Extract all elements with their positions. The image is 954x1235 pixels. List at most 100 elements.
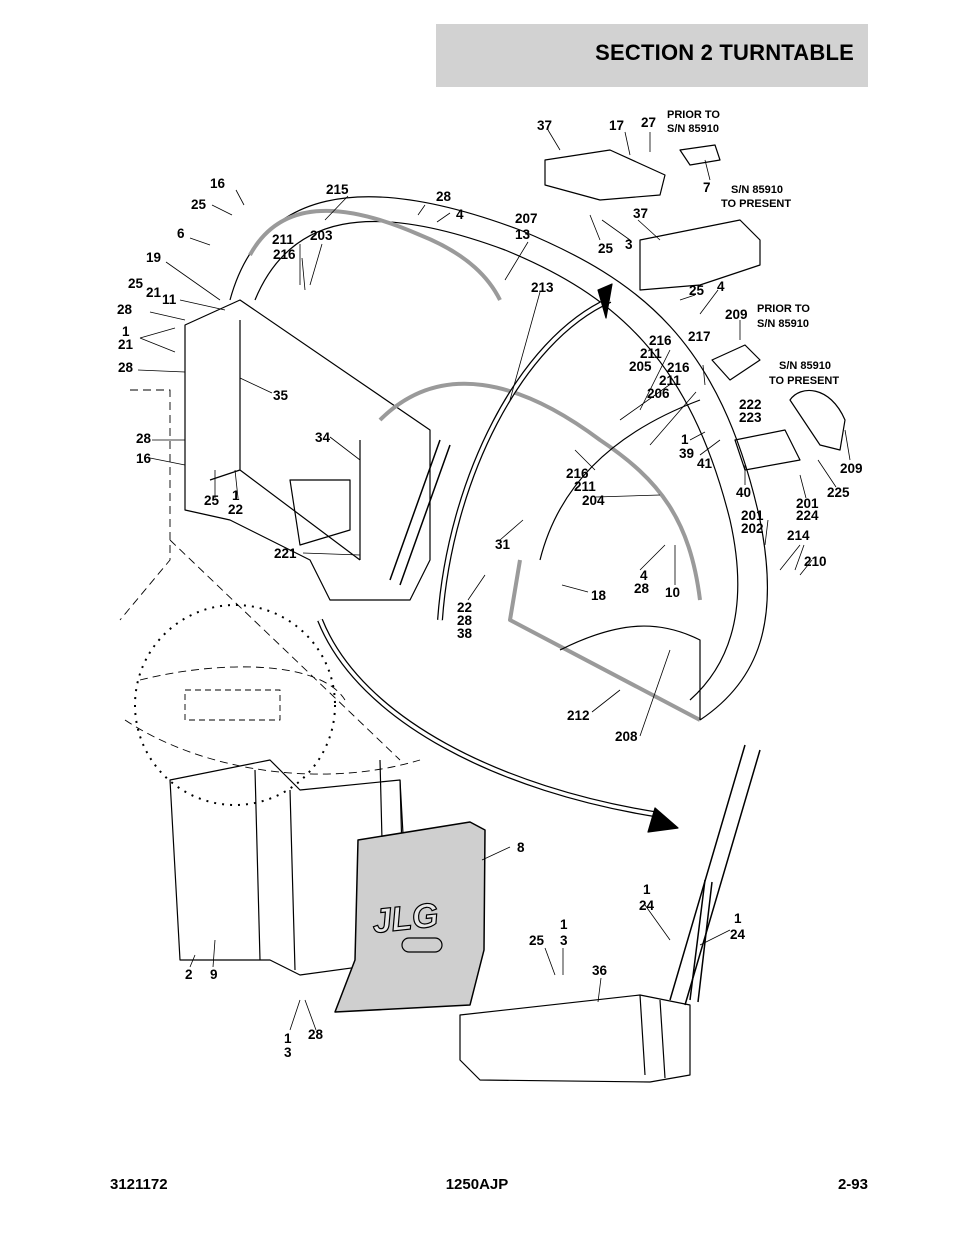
callout-number: 37: [537, 118, 552, 133]
section-header: SECTION 2 TURNTABLE: [436, 24, 868, 87]
note-prior-to-2b: S/N 85910: [757, 318, 809, 330]
callout-number: 211: [574, 479, 596, 494]
note-present-2a: S/N 85910: [779, 360, 831, 372]
note-present-2b: TO PRESENT: [769, 375, 839, 387]
callout-number: 19: [146, 250, 161, 265]
callout-number: 25: [204, 493, 220, 508]
callout-number: 38: [457, 626, 473, 641]
callout-number: 215: [326, 182, 349, 197]
callout-number: 25: [529, 933, 545, 948]
jlg-logo: JLG: [370, 896, 440, 941]
callout-number: 39: [679, 446, 694, 461]
swing-arrow-upper-fill: [438, 298, 611, 621]
weight-bar: [459, 994, 691, 1083]
callout-number: 217: [688, 329, 711, 344]
note-present-1b: TO PRESENT: [721, 198, 791, 210]
strut-right: [689, 879, 713, 1003]
callout-number: 40: [736, 485, 751, 500]
latch-present: [639, 219, 761, 291]
footer-model: 1250AJP: [445, 1176, 509, 1193]
callout-number: 28: [117, 302, 133, 317]
callout-number: 28: [118, 360, 134, 375]
callout-number: 22: [228, 502, 243, 517]
callout-number: 25: [128, 276, 144, 291]
callout-number: 210: [804, 554, 827, 569]
callout-number: 28: [136, 431, 152, 446]
callout-number: 211: [272, 232, 294, 247]
strut-left: [669, 744, 761, 1006]
callout-number: 225: [827, 485, 850, 500]
callout-number: 28: [308, 1027, 324, 1042]
footer-doc-number: 3121172: [110, 1176, 168, 1193]
callout-number: 216: [649, 333, 672, 348]
callout-number: 212: [567, 708, 590, 723]
callout-number: 28: [634, 581, 650, 596]
hood-outer: [229, 196, 769, 721]
pedestal-post-left: [254, 769, 296, 971]
callout-number: 2: [185, 967, 193, 982]
callout-number: 16: [210, 176, 226, 191]
callout-number: 1: [734, 911, 742, 926]
callout-number: 206: [647, 386, 670, 401]
swing-arrow-upper-head: [597, 283, 613, 319]
callout-number: 3: [625, 237, 633, 252]
callout-number: 11: [162, 292, 177, 307]
callout-number: 41: [697, 456, 713, 471]
callout-number: 1: [232, 488, 240, 503]
callout-number: 37: [633, 206, 648, 221]
callout-number: 35: [273, 388, 289, 403]
cover-plate-slot: [401, 937, 443, 953]
callout-number: 22: [457, 600, 472, 615]
gray-seal-lower: [378, 381, 702, 601]
callout-number: 204: [582, 493, 605, 508]
callout-number: 3: [284, 1045, 292, 1060]
bearing-ring: [134, 604, 336, 806]
note-prior-to-2a: PRIOR TO: [757, 303, 810, 315]
callout-number: 8: [517, 840, 525, 855]
callout-number: 9: [210, 967, 218, 982]
gray-seal-bottom: [508, 559, 701, 722]
callout-number: 1: [284, 1031, 292, 1046]
section-title: SECTION 2 TURNTABLE: [595, 40, 854, 65]
callout-number: 221: [274, 546, 297, 561]
callout-number: 25: [598, 241, 614, 256]
swing-arrow-lower-fill: [318, 619, 661, 817]
callout-number: 216: [667, 360, 690, 375]
callout-number: 222: [739, 397, 762, 412]
weight-bar-end: [639, 994, 666, 1079]
callout-number: 3: [560, 933, 568, 948]
callout-number: 31: [495, 537, 511, 552]
callout-number: 203: [310, 228, 333, 243]
callout-number: 1: [643, 882, 651, 897]
callout-number: 24: [730, 927, 746, 942]
latch-prior: [544, 149, 666, 201]
callout-number: 201: [796, 496, 819, 511]
callout-number: 223: [739, 410, 762, 425]
callout-number: 24: [639, 898, 655, 913]
callout-number: 1: [560, 917, 568, 932]
bearing-plate: [184, 689, 281, 721]
lock-prior: [711, 344, 761, 381]
footer-page-number: 2-93: [837, 1176, 868, 1193]
callout-number: 213: [531, 280, 554, 295]
callout-number: 28: [436, 189, 452, 204]
callout-number: 1: [681, 432, 689, 447]
callout-number: 25: [689, 283, 705, 298]
note-prior-to-1a: PRIOR TO: [667, 109, 720, 121]
callout-number: 211: [640, 346, 662, 361]
callout-number: 36: [592, 963, 608, 978]
callout-number: 16: [136, 451, 152, 466]
door-panel: [539, 399, 701, 720]
callout-number: 211: [659, 373, 681, 388]
handle-prior: [679, 144, 721, 166]
callout-number: 201: [741, 508, 764, 523]
turntable-outline: [119, 389, 421, 775]
callout-number: 4: [456, 207, 464, 222]
callout-number: 21: [118, 337, 134, 352]
callout-number: 10: [665, 585, 680, 600]
gray-seal-upper: [248, 208, 502, 301]
callout-number: 34: [315, 430, 331, 445]
callout-number: 6: [177, 226, 185, 241]
frame-brace: [289, 479, 351, 546]
note-present-1a: S/N 85910: [731, 184, 783, 196]
